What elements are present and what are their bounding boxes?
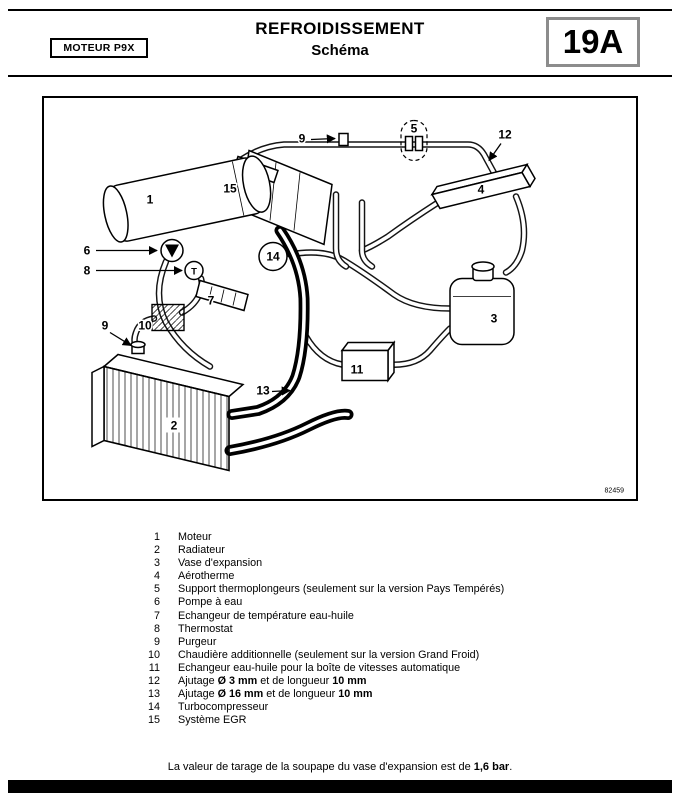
- callout-9-left: 9: [102, 319, 109, 333]
- legend-item-number: 11: [148, 661, 160, 674]
- legend-item-text: Moteur: [178, 531, 212, 543]
- legend-item: 9 Purgeur: [142, 636, 504, 649]
- radiator-shape: [91, 340, 245, 472]
- legend-item-text: Ajutage Ø 3 mm et de longueur 10 mm: [178, 675, 367, 688]
- label-backing: [163, 417, 184, 433]
- page-title: REFROIDISSEMENT: [255, 19, 425, 38]
- coolant-pipes: [131, 141, 528, 370]
- legend-item-number: 1: [153, 531, 160, 543]
- legend-item-text: Vase d'expansion: [178, 557, 263, 570]
- thermostat-letter: T: [191, 267, 197, 278]
- legend-item: 6 Pompe à eau: [142, 596, 504, 609]
- legend-item-text: Echangeur eau-huile pour la boîte de vit…: [178, 661, 461, 674]
- callout-14: 14: [266, 250, 280, 264]
- legend-item-number: 3: [153, 557, 160, 570]
- engine-shape: [102, 155, 272, 243]
- callout-2: 2: [171, 419, 178, 433]
- legend-item-number: 6: [153, 596, 160, 609]
- radiator-bleed-cap: [130, 340, 146, 355]
- legend-item: 4 Aérotherme: [142, 570, 504, 583]
- engine-label-box: MOTEUR P9X: [50, 38, 148, 58]
- callout-15: 15: [223, 182, 237, 196]
- callout-13: 13: [256, 384, 270, 398]
- bleed-fitting-shape: [338, 132, 349, 147]
- callout-6: 6: [84, 244, 91, 258]
- legend-item-number: 14: [147, 701, 160, 714]
- oil-heat-exchanger-shape: [195, 279, 249, 312]
- callout-12: 12: [498, 128, 512, 142]
- pressure-note-suffix: .: [509, 761, 513, 773]
- legend-item: 7 Echangeur de température eau-huile: [142, 610, 504, 623]
- turbocharger-circle: [258, 241, 288, 272]
- legend-item-text: Echangeur de température eau-huile: [178, 609, 354, 622]
- legend-item: 5 Support thermoplongeurs (seulement sur …: [142, 583, 504, 596]
- legend-item-text: Ajutage Ø 16 mm et de longueur 10 mm: [178, 688, 373, 701]
- legend-item-number: 4: [153, 570, 160, 583]
- legend-item-number: 5: [153, 583, 160, 596]
- legend-item-text: Purgeur: [178, 635, 217, 648]
- immersion-heater-support-shape: [400, 119, 428, 162]
- legend-list: 1 Moteur 2 Radiateur 3 Vase d'expansion 4 Aérot…: [142, 531, 504, 727]
- callout-5: 5: [411, 122, 418, 136]
- callout-7: 7: [208, 294, 215, 308]
- legend-item: 11 Echangeur eau-huile pour la boîte de v…: [142, 662, 504, 675]
- additional-heater-shape: [151, 303, 185, 332]
- gearbox-exchanger-shape: [340, 340, 396, 383]
- title-block: REFROIDISSEMENT Schéma: [160, 19, 520, 59]
- legend-item-number: 2: [153, 544, 160, 557]
- pressure-note-prefix: La valeur de tarage de la soupape du vas…: [167, 761, 474, 773]
- legend-item-text: Radiateur: [178, 544, 225, 557]
- bottom-bar: [8, 780, 672, 793]
- thermostat-icon: T: [184, 260, 204, 281]
- callout-arrows: [96, 134, 502, 396]
- legend-item-text: Turbocompresseur: [178, 701, 269, 714]
- legend-item-number: 15: [147, 714, 160, 727]
- pressure-note-value: 1,6 bar: [473, 761, 510, 773]
- thick-hoses: [224, 225, 354, 456]
- page-subtitle: Schéma: [311, 42, 369, 59]
- callout-9-top: 9: [299, 132, 306, 146]
- callout-8: 8: [84, 264, 91, 278]
- figure-reference-code: 82459: [605, 488, 625, 495]
- legend-item: 8 Thermostat: [142, 623, 504, 636]
- legend-item-number: 8: [153, 622, 160, 635]
- legend-item-number: 12: [147, 675, 160, 688]
- pressure-note: La valeur de tarage de la soupape du vas…: [0, 761, 680, 773]
- legend-item: 13 Ajutage Ø 16 mm et de longueur 10 mm: [142, 688, 504, 701]
- legend-item-text: Support thermoplongeurs (seulement sur l…: [178, 583, 505, 596]
- expansion-tank-shape: [449, 261, 515, 346]
- legend-item-text: Chaudière additionnelle (seulement sur l…: [178, 648, 480, 661]
- legend-item: 1 Moteur: [142, 531, 504, 544]
- callout-11: 11: [351, 363, 364, 377]
- water-pump-icon: [160, 238, 184, 263]
- legend-item-number: 10: [147, 648, 160, 661]
- legend-item: 3 Vase d'expansion: [142, 557, 504, 570]
- legend-item-text: Pompe à eau: [178, 596, 243, 609]
- heater-core-shape: [430, 163, 536, 210]
- legend-item: 14 Turbocompresseur: [142, 701, 504, 714]
- legend-item-number: 7: [153, 609, 160, 622]
- legend-item-text: Aérotherme: [178, 570, 235, 583]
- engine-label: MOTEUR P9X: [63, 42, 135, 54]
- callout-labels: 1 2 3 4 5 6 7 8 9 9 10 11 12 13 14 15: [82, 120, 513, 434]
- cooling-diagram-frame: T: [42, 96, 638, 501]
- header-rule: [8, 75, 672, 77]
- legend-item: 15 Système EGR: [142, 714, 504, 727]
- section-number-box: 19A: [546, 17, 640, 67]
- legend-item-number: 13: [147, 688, 160, 701]
- section-number: 19A: [562, 23, 624, 60]
- legend-item: 2 Radiateur: [142, 544, 504, 557]
- legend-item: 12 Ajutage Ø 3 mm et de longueur 10 mm: [142, 675, 504, 688]
- top-rule: [8, 9, 672, 11]
- callout-10: 10: [138, 319, 152, 333]
- callout-1: 1: [147, 193, 154, 207]
- legend-item-text: Thermostat: [178, 622, 233, 635]
- legend-item-text: Système EGR: [178, 714, 247, 727]
- legend-item-number: 9: [153, 635, 160, 648]
- cooling-diagram: T: [82, 119, 625, 495]
- legend-item: 10 Chaudière additionnelle (seulement sur…: [142, 649, 504, 662]
- callout-4: 4: [478, 183, 485, 197]
- callout-3: 3: [491, 312, 498, 326]
